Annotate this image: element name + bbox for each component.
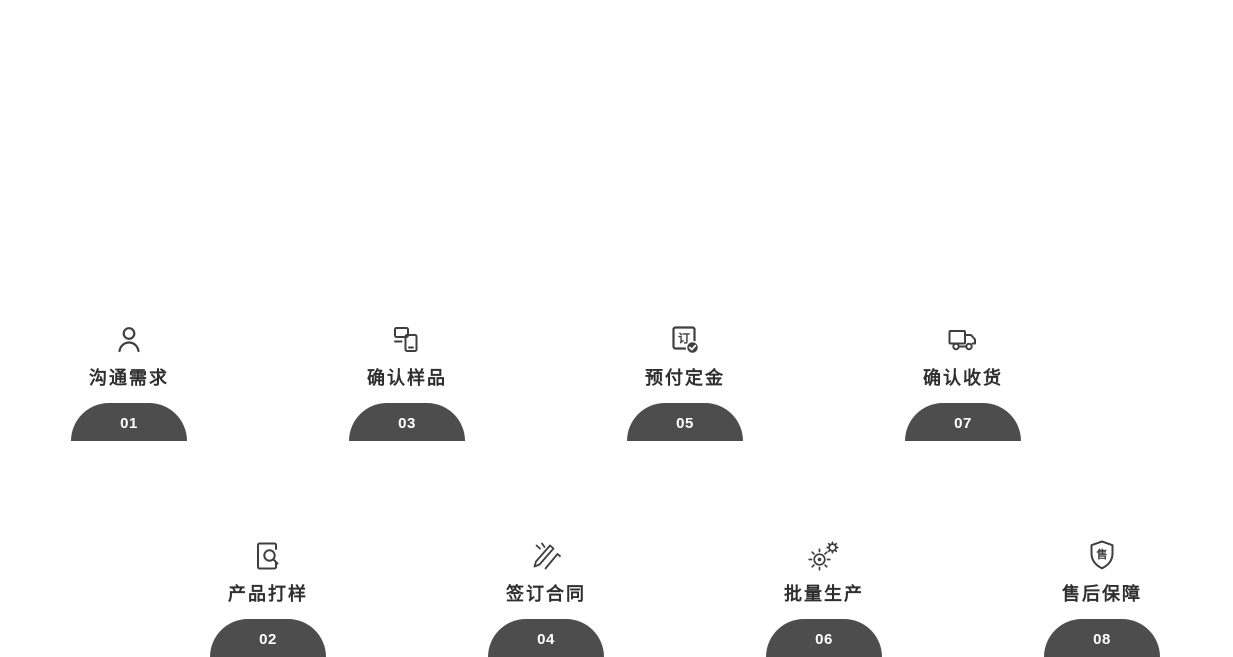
process-step-04: 签订合同 04 [466,536,626,657]
process-step-05: 订 预付定金 05 [605,320,765,441]
step-number: 06 [815,631,833,648]
gears-icon [806,536,842,576]
step-number: 08 [1093,631,1111,648]
order-check-icon: 订 [667,320,703,360]
step-number: 01 [120,415,138,432]
step-label: 售后保障 [1062,584,1142,604]
step-number: 05 [676,415,694,432]
shield-icon: 售 [1084,536,1120,576]
person-icon [111,320,147,360]
process-step-07: 确认收货 07 [883,320,1043,441]
process-step-02: 产品打样 02 [188,536,348,657]
step-number-dome: 07 [905,403,1021,441]
svg-text:售: 售 [1096,547,1108,561]
sample-devices-icon [389,320,425,360]
document-search-icon [250,536,286,576]
contract-pens-icon [528,536,564,576]
step-number-dome: 03 [349,403,465,441]
step-label: 预付定金 [645,368,725,388]
process-step-01: 沟通需求 01 [49,320,209,441]
step-label: 批量生产 [784,584,864,604]
step-number-dome: 05 [627,403,743,441]
process-step-06: 批量生产 06 [744,536,904,657]
delivery-truck-icon [945,320,981,360]
step-number-dome: 04 [488,619,604,657]
step-label: 产品打样 [228,584,308,604]
step-label: 确认收货 [923,368,1003,388]
step-number: 03 [398,415,416,432]
step-label: 确认样品 [367,368,447,388]
process-step-08: 售 售后保障 08 [1022,536,1182,657]
step-label: 沟通需求 [89,368,169,388]
svg-text:订: 订 [678,331,690,346]
process-step-03: 确认样品 03 [327,320,487,441]
step-label: 签订合同 [506,584,586,604]
step-number: 02 [259,631,277,648]
step-number-dome: 06 [766,619,882,657]
step-number-dome: 08 [1044,619,1160,657]
step-number-dome: 01 [71,403,187,441]
step-number: 07 [954,415,972,432]
step-number: 04 [537,631,555,648]
step-number-dome: 02 [210,619,326,657]
